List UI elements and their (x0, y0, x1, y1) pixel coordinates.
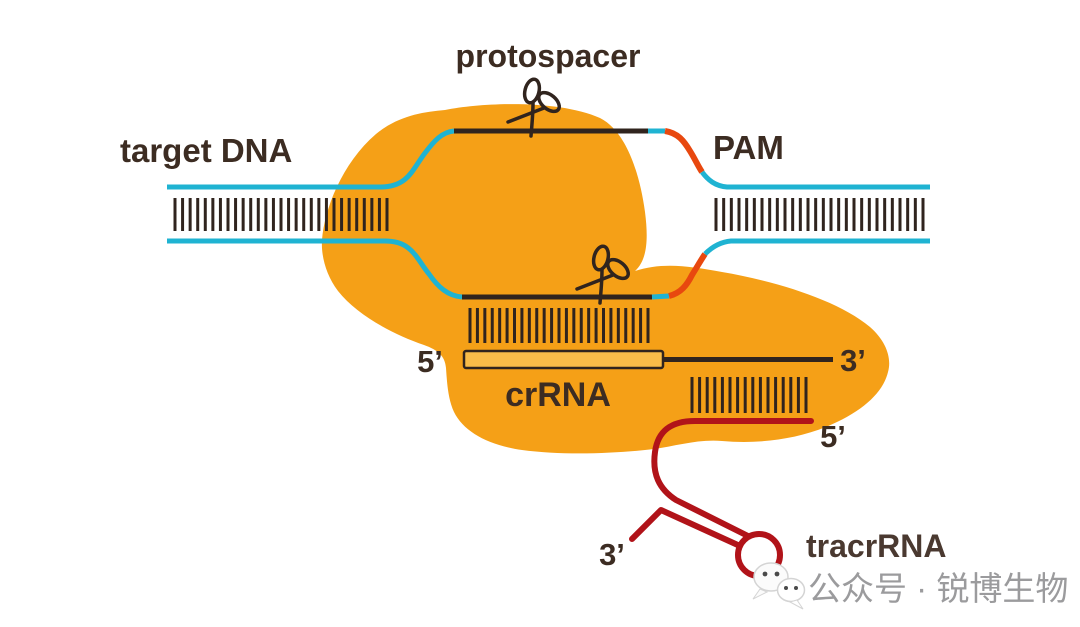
tracr-five-prime-label: 5’ (820, 419, 846, 454)
crrna-three-prime-label: 3’ (840, 343, 866, 378)
crrna-dna-basepairs (468, 308, 650, 343)
pam-label: PAM (713, 129, 784, 166)
target-dna-label: target DNA (120, 132, 292, 169)
dna-bottom-strand-left (167, 238, 463, 300)
tracr-three-prime-label: 3’ (599, 537, 625, 572)
left-duplex-basepairs (173, 198, 389, 231)
crrna-label: crRNA (505, 376, 611, 414)
right-duplex-basepairs (714, 198, 925, 231)
pam-segment-bottom (668, 252, 708, 299)
dna-top-strand-right (700, 170, 930, 190)
wechat-icon (752, 562, 806, 610)
dna-bottom-cyan-tip (651, 293, 670, 300)
crrna-spacer-box (462, 349, 665, 370)
dna-top-strand-left (167, 128, 455, 190)
watermark-text: 公众号 · 锐博生物 (808, 570, 1068, 607)
dna-bottom-strand-right (703, 238, 930, 256)
protospacer-label: protospacer (456, 38, 641, 74)
tracrrna-return-strand (629, 507, 743, 549)
tracrrna-label: tracrRNA (806, 528, 946, 564)
crrna-five-prime-label: 5’ (417, 344, 443, 379)
pam-segment-top (664, 128, 705, 174)
tracrrna-strand (651, 418, 814, 539)
crrna-tracr-basepairs (690, 377, 808, 413)
